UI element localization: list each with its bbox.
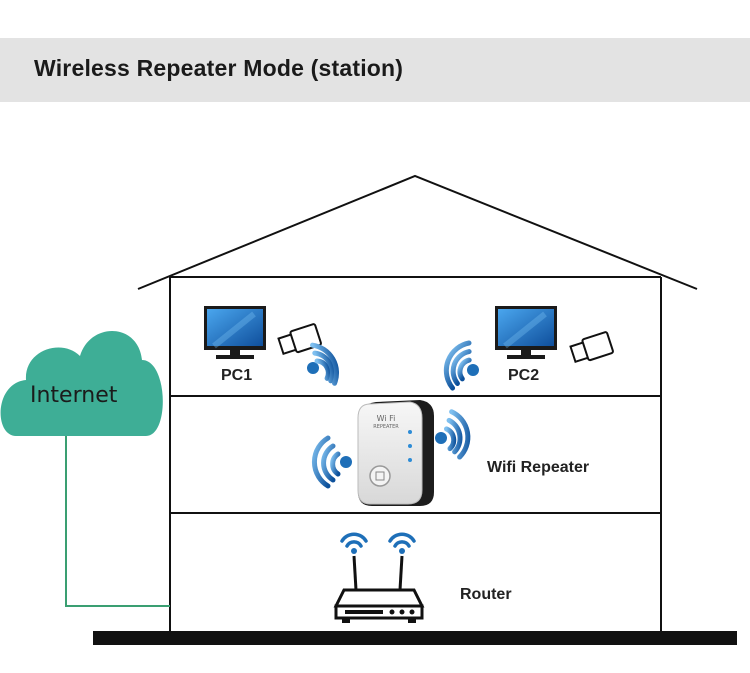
wifi-signal-icon: [307, 342, 339, 386]
repeater-label: Wifi Repeater: [487, 459, 590, 476]
wifi-signal-icon: [311, 435, 352, 489]
cloud-icon: [0, 330, 163, 436]
page-title: Wireless Repeater Mode (station): [34, 55, 404, 81]
usb-adapter-icon: [569, 331, 614, 364]
monitor-icon: [204, 306, 266, 359]
header-bar: [0, 38, 750, 102]
router-label: Router: [460, 586, 512, 603]
internet-cable: [65, 436, 170, 607]
wifi-signal-icon: [435, 409, 471, 460]
house-outline: [137, 174, 698, 631]
svg-text:Wi Fi: Wi Fi: [377, 414, 396, 423]
ground-line: [93, 631, 737, 645]
monitor-icon: [495, 306, 557, 359]
internet-label: Internet: [30, 383, 118, 408]
repeater-device-icon: Wi Fi REPEATER: [357, 400, 434, 506]
pc1-label: PC1: [221, 367, 253, 384]
pc2-label: PC2: [508, 367, 540, 384]
wifi-signal-icon: [443, 340, 479, 391]
router-icon: [333, 532, 425, 623]
svg-text:REPEATER: REPEATER: [373, 424, 399, 430]
